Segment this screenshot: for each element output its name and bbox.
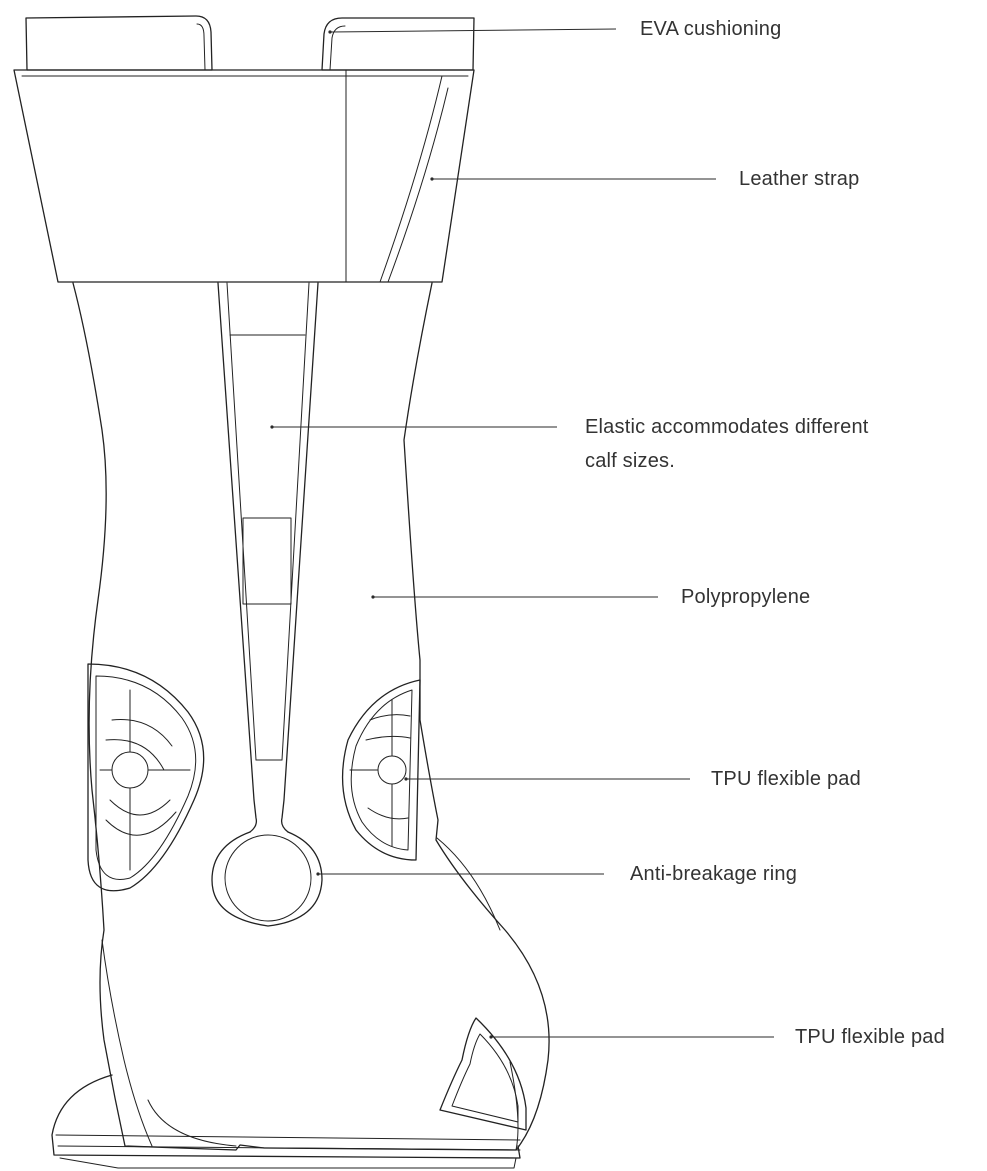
label-anti-breakage-ring: Anti-breakage ring <box>630 860 797 888</box>
label-tpu-pad-upper: TPU flexible pad <box>711 765 861 793</box>
leader-line-eva <box>330 29 616 32</box>
elastic-channel <box>218 283 318 832</box>
leather-strap <box>14 70 474 282</box>
label-polypropylene: Polypropylene <box>681 583 810 611</box>
label-eva-cushioning: EVA cushioning <box>640 15 781 43</box>
label-elastic-line2: calf sizes. <box>585 447 675 475</box>
eva-cushion-right <box>322 18 474 70</box>
tpu-pad-ankle <box>440 1018 526 1130</box>
label-elastic-line1: Elastic accommodates different <box>585 413 869 441</box>
anti-breakage-ring <box>212 832 322 926</box>
label-leather-strap: Leather strap <box>739 165 859 193</box>
tpu-pad-left <box>88 664 204 891</box>
brace-shell <box>52 283 549 1168</box>
tpu-pad-right <box>343 680 420 860</box>
eva-cushion-left <box>26 16 212 70</box>
label-tpu-pad-lower: TPU flexible pad <box>795 1023 945 1051</box>
